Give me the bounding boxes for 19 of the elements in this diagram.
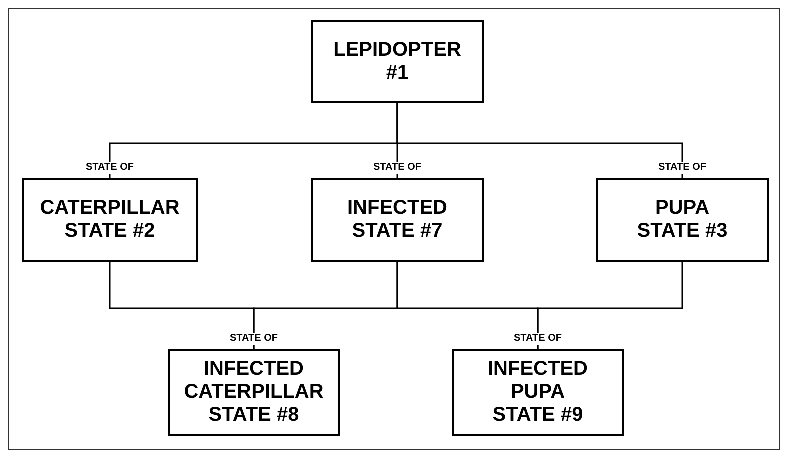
state-name: LEPIDOPTER #1 [332, 38, 462, 84]
state-name: PUPA STATE #3 [636, 197, 729, 243]
state-name: INFECTED STATE #7 [346, 197, 448, 243]
state-box [22, 178, 198, 262]
edge-label: STATE OF [228, 333, 280, 345]
state-box [168, 349, 340, 436]
edge-label: STATE OF [656, 162, 708, 174]
edge-label: STATE OF [372, 162, 424, 174]
state-name: INFECTED PUPA STATE #9 [487, 358, 589, 427]
state-box [596, 178, 769, 262]
state-name: CATERPILLAR STATE #2 [39, 197, 181, 243]
connector-line [537, 262, 684, 349]
state-box [311, 20, 484, 103]
state-box [311, 178, 484, 262]
edge-label: STATE OF [84, 162, 136, 174]
connector-line [396, 103, 684, 178]
edge-label: STATE OF [512, 333, 564, 345]
state-box [452, 349, 624, 436]
state-name: INFECTED CATERPILLAR STATE #8 [183, 358, 325, 427]
